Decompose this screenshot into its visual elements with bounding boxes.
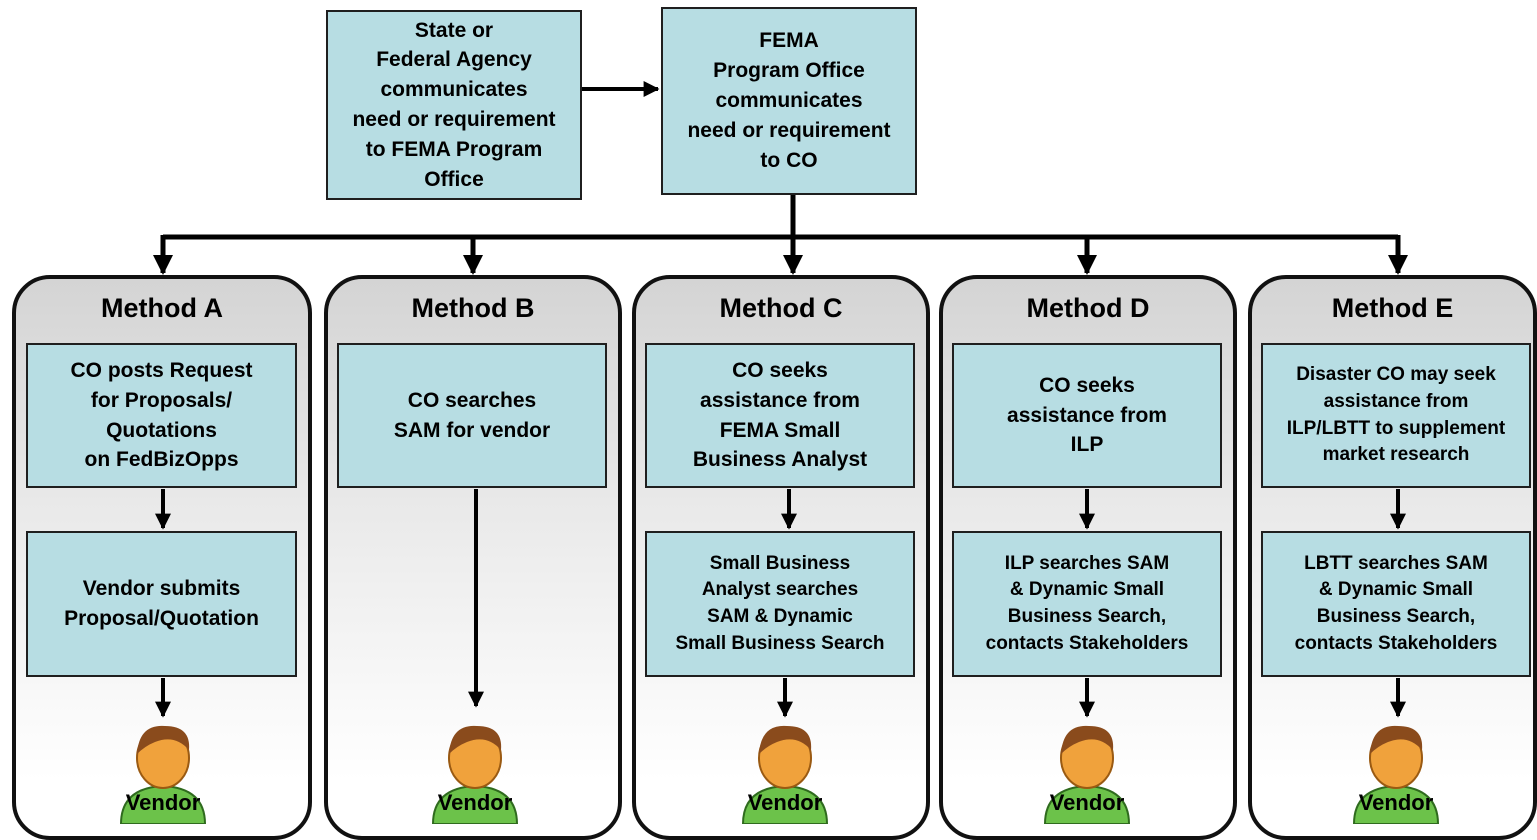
vendor-a: Vendor — [115, 716, 211, 825]
state-agency-box: State or Federal Agency communicates nee… — [326, 10, 582, 200]
method-b-step-1: CO searches SAM for vendor — [337, 343, 607, 488]
method-d-step-2: ILP searches SAM & Dynamic Small Busines… — [952, 531, 1222, 677]
vendor-d-label: Vendor — [1049, 790, 1125, 815]
vendor-person-icon — [119, 725, 207, 825]
method-c-title: Method C — [719, 293, 843, 323]
method-b-title: Method B — [411, 293, 535, 323]
vendor-c-label: Vendor — [747, 790, 823, 815]
method-e-step-2: LBTT searches SAM & Dynamic Small Busine… — [1261, 531, 1531, 677]
vendor-person-icon — [431, 725, 519, 825]
method-a-step-1: CO posts Request for Proposals/ Quotatio… — [26, 343, 297, 488]
vendor-b: Vendor — [427, 716, 523, 825]
vendor-e-label: Vendor — [1358, 790, 1434, 815]
method-a-step-2: Vendor submits Proposal/Quotation — [26, 531, 297, 677]
vendor-d: Vendor — [1039, 716, 1135, 825]
method-a-title: Method A — [101, 293, 223, 323]
method-c-step-1: CO seeks assistance from FEMA Small Busi… — [645, 343, 915, 488]
vendor-person-icon — [1352, 725, 1440, 825]
method-e-step-1: Disaster CO may seek assistance from ILP… — [1261, 343, 1531, 488]
method-d-step-1: CO seeks assistance from ILP — [952, 343, 1222, 488]
vendor-person-icon — [1043, 725, 1131, 825]
vendor-person-icon — [741, 725, 829, 825]
method-e-title: Method E — [1331, 293, 1454, 323]
vendor-a-label: Vendor — [125, 790, 201, 815]
method-d-title: Method D — [1026, 293, 1150, 323]
vendor-b-label: Vendor — [437, 790, 513, 815]
vendor-e: Vendor — [1348, 716, 1444, 825]
method-c-step-2: Small Business Analyst searches SAM & Dy… — [645, 531, 915, 677]
fema-program-office-box: FEMA Program Office communicates need or… — [661, 7, 917, 195]
vendor-c: Vendor — [737, 716, 833, 825]
